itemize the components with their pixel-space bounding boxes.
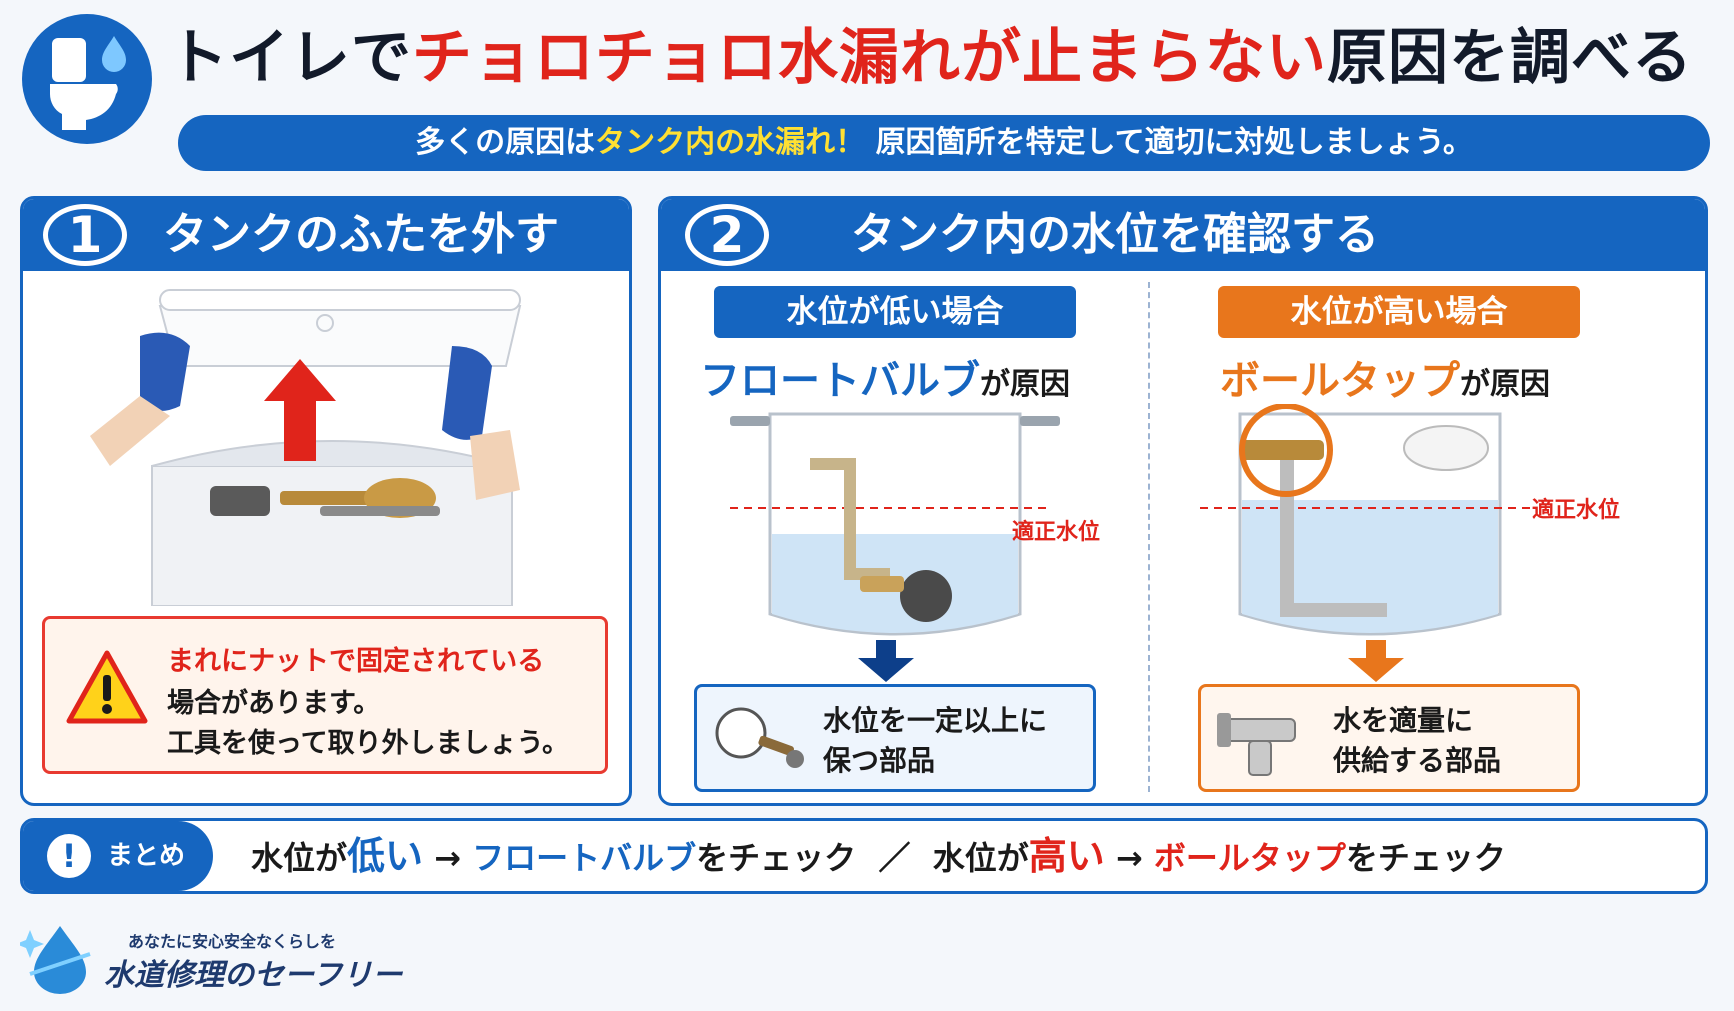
step1-title: タンクのふたを外す: [163, 209, 559, 260]
page-title: トイレでチョロチョロ水漏れが止まらない原因を調べる: [168, 23, 1693, 93]
exclamation-icon: !: [47, 834, 91, 878]
high-level-pill: 水位が高い場合: [1218, 286, 1580, 338]
ball-tap-box: 水を適量に 供給する部品: [1198, 684, 1580, 792]
water-drop-icon: [102, 36, 126, 72]
summary-head: ! まとめ: [23, 821, 213, 891]
warning-line-3: 工具を使って取り外しましょう。: [167, 728, 570, 759]
ball-desc-line-2: 供給する部品: [1333, 744, 1502, 777]
warning-box: まれにナットで固定されている 場合があります。 工具を使って取り外しましょう。: [42, 616, 608, 774]
low-cause: フロートバルブが原因: [700, 358, 1070, 404]
low-level-label: 適正水位: [1012, 520, 1101, 545]
toilet-icon: [50, 36, 126, 130]
summary-text: 水位が低い → フロートバルブをチェック ／ 水位が高い → ボールタップをチェ…: [251, 834, 1506, 878]
warning-line-2: 場合があります。: [167, 688, 381, 719]
panel-divider: [1148, 282, 1150, 792]
step2-title: タンク内の水位を確認する: [851, 209, 1379, 260]
low-level-pill: 水位が低い場合: [714, 286, 1076, 338]
step1-number: 1: [43, 204, 127, 266]
high-down-arrow-icon: [1348, 640, 1404, 682]
subtitle-bar: 多くの原因はタンク内の水漏れ！ 原因箇所を特定して適切に対処しましょう。: [178, 115, 1710, 171]
warning-line-1: まれにナットで固定されている: [167, 646, 545, 677]
logo-tagline: あなたに安心安全なくらしを: [128, 932, 337, 951]
high-cause: ボールタップが原因: [1220, 358, 1550, 404]
toilet-badge: [22, 14, 152, 144]
tank-lid-illustration: [90, 289, 522, 606]
summary-label: まとめ: [107, 841, 186, 871]
step2-number: 2: [685, 204, 769, 266]
ball-desc-line-1: 水を適量に: [1333, 704, 1474, 737]
summary-bar: ! まとめ 水位が低い → フロートバルブをチェック ／ 水位が高い → ボール…: [20, 818, 1708, 894]
logo-name: 水道修理のセーフリー: [104, 958, 403, 993]
up-arrow-icon: [264, 359, 336, 461]
float-valve-icon: [715, 707, 804, 768]
float-desc-line-1: 水位を一定以上に: [823, 704, 1048, 737]
high-level-label: 適正水位: [1532, 498, 1621, 523]
high-tank-illustration: [1200, 404, 1530, 636]
low-down-arrow-icon: [858, 640, 914, 682]
float-valve-box: 水位を一定以上に 保つ部品: [694, 684, 1096, 792]
low-tank-illustration: [730, 412, 1060, 636]
step1-header: 1 タンクのふたを外す: [23, 199, 629, 271]
float-desc-line-2: 保つ部品: [823, 744, 936, 777]
warning-icon: [66, 650, 148, 724]
logo-drop-icon: [20, 926, 91, 994]
ball-tap-icon: [1217, 713, 1296, 776]
step2-header: 2 タンク内の水位を確認する: [661, 199, 1705, 271]
